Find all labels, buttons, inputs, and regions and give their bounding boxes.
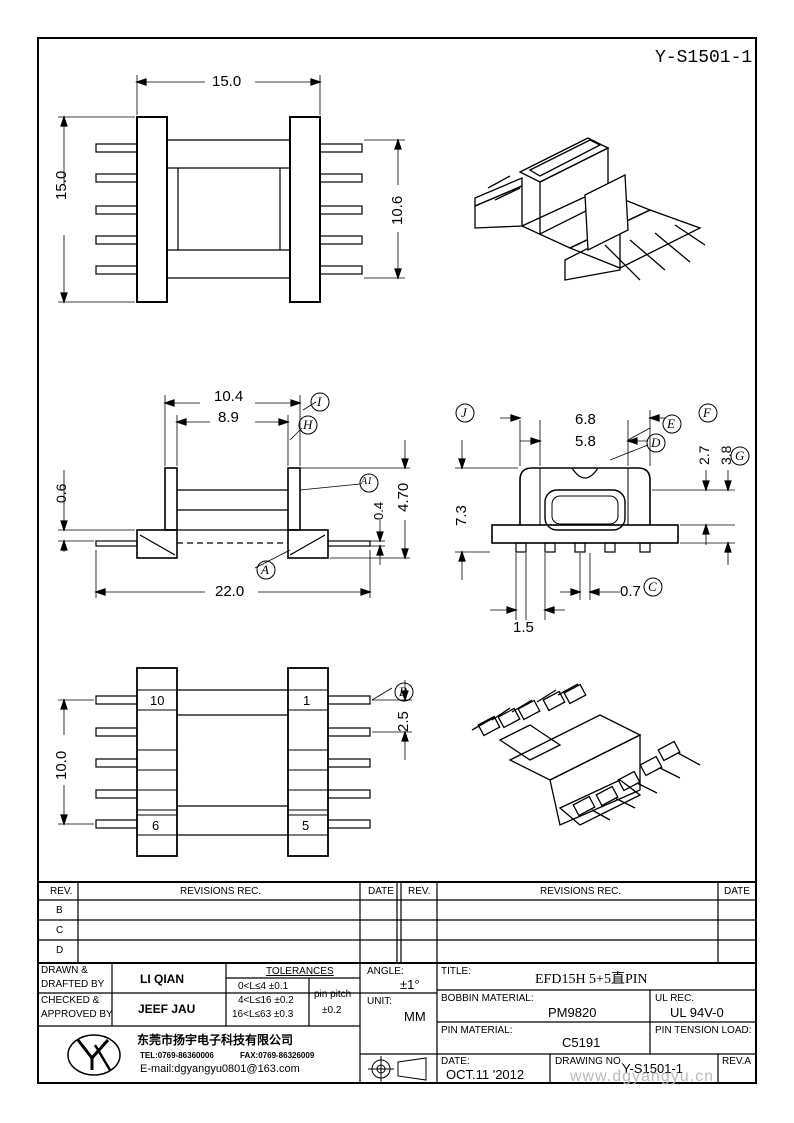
approved-label: APPROVED BY bbox=[41, 1009, 113, 1020]
dim-10-0: 10.0 bbox=[53, 750, 70, 780]
company-name: 东莞市扬宇电子科技有限公司 bbox=[137, 1033, 294, 1047]
pin-tension-label: PIN TENSION LOAD: bbox=[655, 1025, 752, 1036]
tolerance-line-1: 0<L≤4 ±0.1 bbox=[238, 981, 289, 992]
unit-label: UNIT: bbox=[367, 996, 392, 1007]
drawing-no-label: DRAWING NO. bbox=[555, 1056, 624, 1067]
callout-b: B bbox=[399, 684, 407, 699]
rev-header-right: REV. bbox=[408, 886, 431, 897]
isometric-view-bottom bbox=[471, 683, 701, 826]
rec-header-right: REVISIONS REC. bbox=[540, 886, 622, 897]
pin-5-label: 5 bbox=[302, 818, 310, 833]
pin-material-label: PIN MATERIAL: bbox=[441, 1025, 513, 1036]
title-block-lines bbox=[37, 881, 757, 1084]
company-tel: TEL:0769-86360006 bbox=[140, 1051, 214, 1060]
date-header-right: DATE bbox=[724, 886, 750, 897]
title-label: TITLE: bbox=[441, 966, 472, 977]
date-value: OCT.11 '2012 bbox=[446, 1067, 525, 1082]
drawing-number-top: Y-S1501-1 bbox=[655, 48, 753, 68]
callout-c: C bbox=[648, 579, 657, 594]
dim-6-8: 6.8 bbox=[575, 411, 596, 428]
callout-a1: A1 bbox=[361, 476, 373, 487]
pin-10-label: 10 bbox=[150, 693, 165, 708]
rev-row-d: D bbox=[56, 945, 64, 956]
callout-h: H bbox=[303, 417, 313, 432]
dim-8-9: 8.9 bbox=[218, 409, 239, 426]
drafted-label: DRAFTED BY bbox=[41, 979, 105, 990]
rev-row-c: C bbox=[56, 925, 64, 936]
company-logo bbox=[67, 1034, 121, 1076]
drawing-no-value: Y-S1501-1 bbox=[622, 1061, 683, 1076]
rev-header-left: REV. bbox=[50, 886, 73, 897]
dim-2-7: 2.7 bbox=[696, 445, 712, 465]
pin-pitch-value: ±0.2 bbox=[322, 1005, 342, 1016]
callout-circles bbox=[256, 392, 750, 702]
company-email: E-mail:dgyangyu0801@163.com bbox=[140, 1063, 300, 1075]
angle-label: ANGLE: bbox=[367, 966, 404, 977]
tolerance-line-2: 4<L≤16 ±0.2 bbox=[238, 995, 294, 1006]
title-value: EFD15H 5+5直PIN bbox=[535, 972, 648, 987]
ul-rec-value: UL 94V-0 bbox=[670, 1005, 724, 1020]
dim-0-7: 0.7 bbox=[620, 583, 641, 600]
callout-i: I bbox=[317, 394, 322, 409]
dim-top-width: 15.0 bbox=[212, 73, 242, 90]
company-fax: FAX:0769-86326009 bbox=[240, 1051, 315, 1060]
isometric-view-top bbox=[474, 137, 706, 281]
rev-a-label: REV.A bbox=[722, 1056, 752, 1067]
drawing-frame bbox=[37, 37, 757, 1084]
checked-label: CHECKED & bbox=[41, 995, 100, 1006]
dim-top-right: 10.6 bbox=[389, 195, 406, 225]
date-label: DATE: bbox=[441, 1056, 470, 1067]
callout-e: E bbox=[667, 416, 675, 431]
dim-5-8: 5.8 bbox=[575, 433, 596, 450]
watermark: www.dgyangyu.cn bbox=[570, 1068, 714, 1085]
dim-1-5: 1.5 bbox=[513, 619, 534, 636]
projection-symbol bbox=[368, 1056, 427, 1082]
ul-rec-label: UL REC. bbox=[655, 993, 695, 1004]
side-view bbox=[455, 410, 735, 620]
unit-value: MM bbox=[404, 1009, 426, 1024]
front-view bbox=[58, 395, 410, 598]
bobbin-material-label: BOBBIN MATERIAL: bbox=[441, 993, 534, 1004]
callout-a: A bbox=[261, 562, 269, 577]
bobbin-material-value: PM9820 bbox=[548, 1005, 597, 1020]
callout-g: G bbox=[735, 448, 745, 463]
dim-2-5: 2.5 bbox=[395, 711, 412, 732]
rec-header-left: REVISIONS REC. bbox=[180, 886, 262, 897]
pin-material-value: C5191 bbox=[562, 1035, 601, 1050]
pin-6-label: 6 bbox=[152, 818, 160, 833]
rev-row-b: B bbox=[56, 905, 63, 916]
bottom-view bbox=[58, 667, 412, 857]
drawn-label: DRAWN & bbox=[41, 965, 88, 976]
angle-value: ±1° bbox=[400, 977, 420, 992]
dim-0-4: 0.4 bbox=[371, 501, 386, 520]
tolerance-line-3: 16<L≤63 ±0.3 bbox=[232, 1009, 294, 1020]
callout-d: D bbox=[651, 435, 661, 450]
callout-f: F bbox=[703, 405, 711, 420]
pin-pitch-label: pin pitch bbox=[314, 989, 352, 1000]
checked-value: JEEF JAU bbox=[138, 1002, 196, 1016]
drawn-value: LI QIAN bbox=[140, 972, 184, 986]
dim-4-70: 4.70 bbox=[395, 482, 412, 512]
tolerances-label: TOLERANCES bbox=[266, 966, 334, 977]
dim-7-3: 7.3 bbox=[453, 505, 470, 526]
dim-3-8: 3.8 bbox=[718, 445, 734, 465]
dim-22-0: 22.0 bbox=[215, 583, 245, 600]
dim-top-height: 15.0 bbox=[53, 170, 70, 200]
pin-1-label: 1 bbox=[303, 693, 311, 708]
top-view bbox=[58, 75, 405, 304]
callout-j: J bbox=[461, 405, 467, 420]
date-header-left: DATE bbox=[368, 886, 394, 897]
dim-0-6: 0.6 bbox=[53, 483, 69, 503]
dim-10-4: 10.4 bbox=[214, 388, 244, 405]
